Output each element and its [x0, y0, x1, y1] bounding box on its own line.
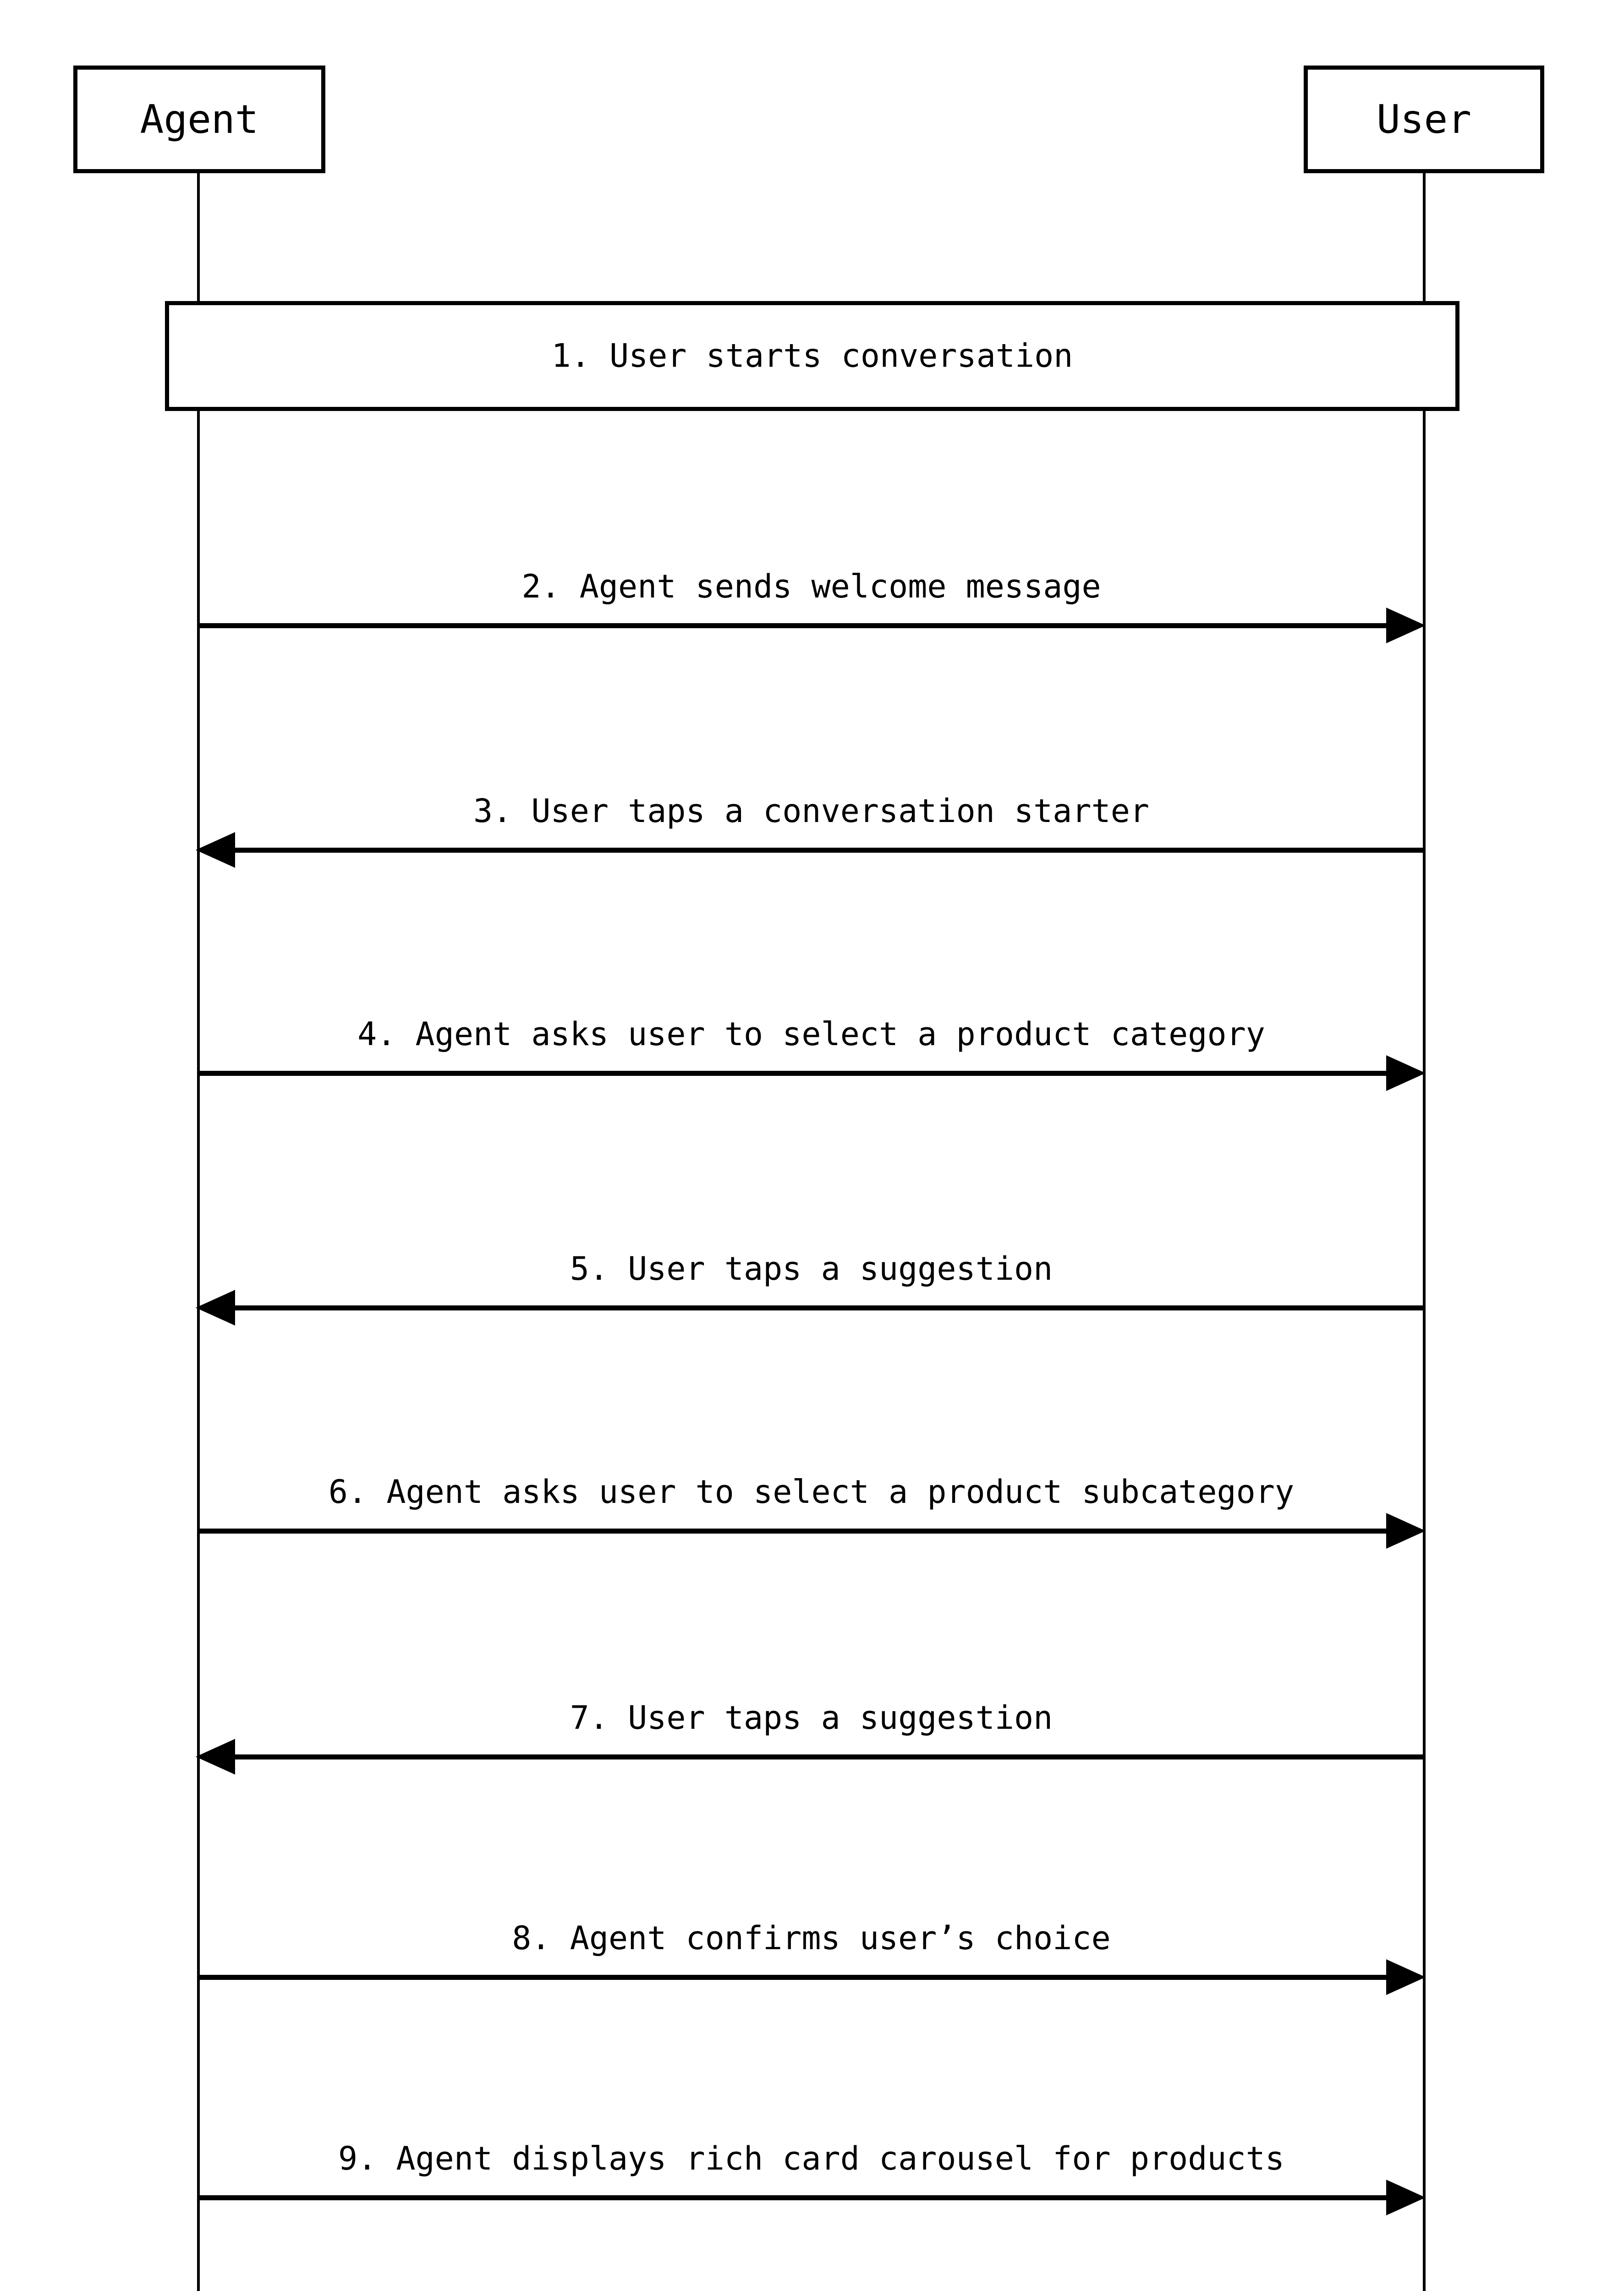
participant-header-agent-label: Agent: [140, 96, 259, 143]
message-7-label: 7. User taps a suggestion: [570, 1699, 1053, 1737]
message-2-label: 2. Agent sends welcome message: [521, 568, 1101, 605]
lifeline-user: [1423, 173, 1426, 2291]
message-6-label: 6. Agent asks user to select a product s…: [328, 1473, 1295, 1511]
message-9-label: 9. Agent displays rich card carousel for…: [338, 2140, 1285, 2177]
message-5-line: [220, 1305, 1426, 1310]
arrow-head-right-icon: [1386, 608, 1426, 643]
message-7-line: [220, 1754, 1426, 1759]
arrow-head-right-icon: [1386, 2180, 1426, 2215]
message-4-label: 4. Agent asks user to select a product c…: [357, 1015, 1265, 1053]
lifeline-agent: [197, 173, 200, 2291]
message-4-line: [197, 1071, 1400, 1076]
participant-header-user[interactable]: User: [1304, 66, 1544, 173]
arrow-head-left-icon: [196, 1290, 235, 1326]
message-5-label: 5. User taps a suggestion: [570, 1250, 1053, 1288]
message-1-label: 1. User starts conversation: [551, 337, 1073, 375]
participant-header-user-label: User: [1376, 96, 1472, 143]
arrow-head-right-icon: [1386, 1513, 1426, 1549]
message-9-line: [197, 2195, 1400, 2200]
arrow-head-right-icon: [1386, 1055, 1426, 1091]
message-8-line: [197, 1975, 1400, 1980]
message-6-line: [197, 1529, 1400, 1534]
participant-header-agent[interactable]: Agent: [73, 66, 325, 173]
message-3-label: 3. User taps a conversation starter: [473, 792, 1150, 830]
arrow-head-right-icon: [1386, 1959, 1426, 1995]
arrow-head-left-icon: [196, 832, 235, 868]
arrow-head-left-icon: [196, 1739, 235, 1775]
message-1-note-box[interactable]: 1. User starts conversation: [165, 301, 1459, 411]
message-2-line: [197, 623, 1400, 628]
message-3-line: [220, 848, 1426, 853]
message-8-label: 8. Agent confirms user’s choice: [512, 1919, 1111, 1957]
